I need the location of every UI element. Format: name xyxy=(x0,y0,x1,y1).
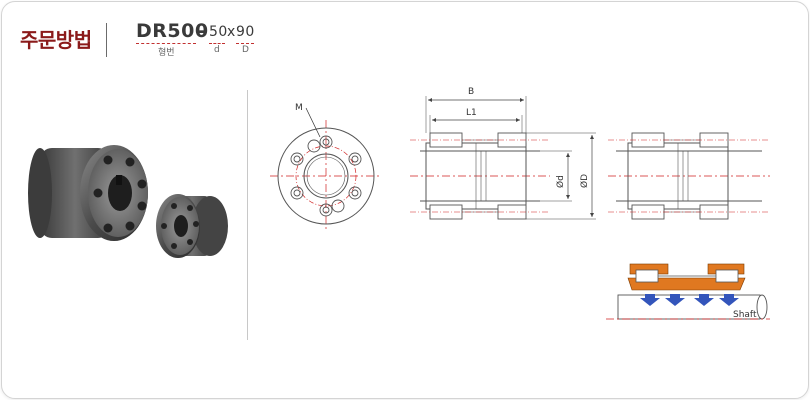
code-separator: - xyxy=(198,20,206,42)
D-underline xyxy=(236,43,254,44)
model-underline xyxy=(136,43,196,44)
code-x-sign: x xyxy=(227,24,236,40)
code-d-value: 50 xyxy=(209,24,228,40)
d-underline xyxy=(209,43,225,44)
title-divider xyxy=(106,23,107,57)
coupling-photo-icon xyxy=(22,145,228,294)
label-D: D xyxy=(242,45,249,55)
code-D-value: 90 xyxy=(236,24,255,40)
section-divider xyxy=(247,90,248,340)
product-photo xyxy=(22,120,242,294)
label-d: d xyxy=(214,45,220,55)
model-code: DR500 xyxy=(136,20,209,42)
label-model: 형번 xyxy=(158,48,175,58)
order-method-title: 주문방법 xyxy=(20,28,92,52)
